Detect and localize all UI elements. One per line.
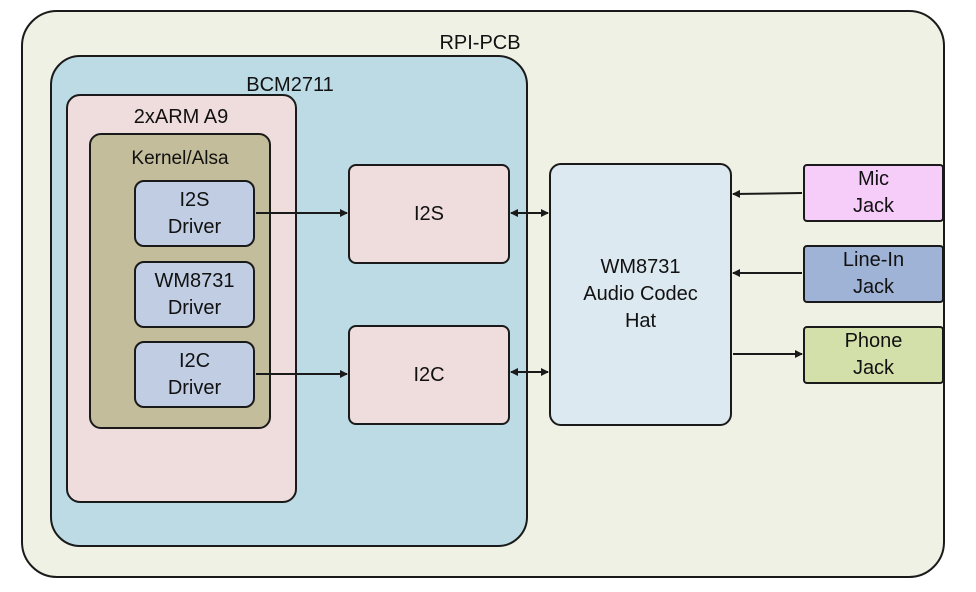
wm8731-driver-block: WM8731 Driver bbox=[134, 261, 255, 328]
mic-jack-block: Mic Jack bbox=[803, 164, 944, 222]
arrow-mic-to-codec bbox=[732, 189, 803, 198]
rpi-pcb-label: RPI-PCB bbox=[439, 32, 521, 54]
bcm2711-label: BCM2711 bbox=[246, 74, 334, 96]
wm8731-codec-hat-block: WM8731 Audio Codec Hat bbox=[549, 163, 732, 426]
i2s-peripheral-block: I2S bbox=[348, 164, 510, 264]
line-in-jack-block: Line-In Jack bbox=[803, 245, 944, 303]
i2s-driver-block: I2S Driver bbox=[134, 180, 255, 247]
i2c-driver-block: I2C Driver bbox=[134, 341, 255, 408]
kernel-alsa-label: Kernel/Alsa bbox=[131, 148, 229, 169]
arm-a9-label: 2xARM A9 bbox=[133, 106, 229, 128]
phone-jack-block: Phone Jack bbox=[803, 326, 944, 384]
i2c-peripheral-block: I2C bbox=[348, 325, 510, 425]
